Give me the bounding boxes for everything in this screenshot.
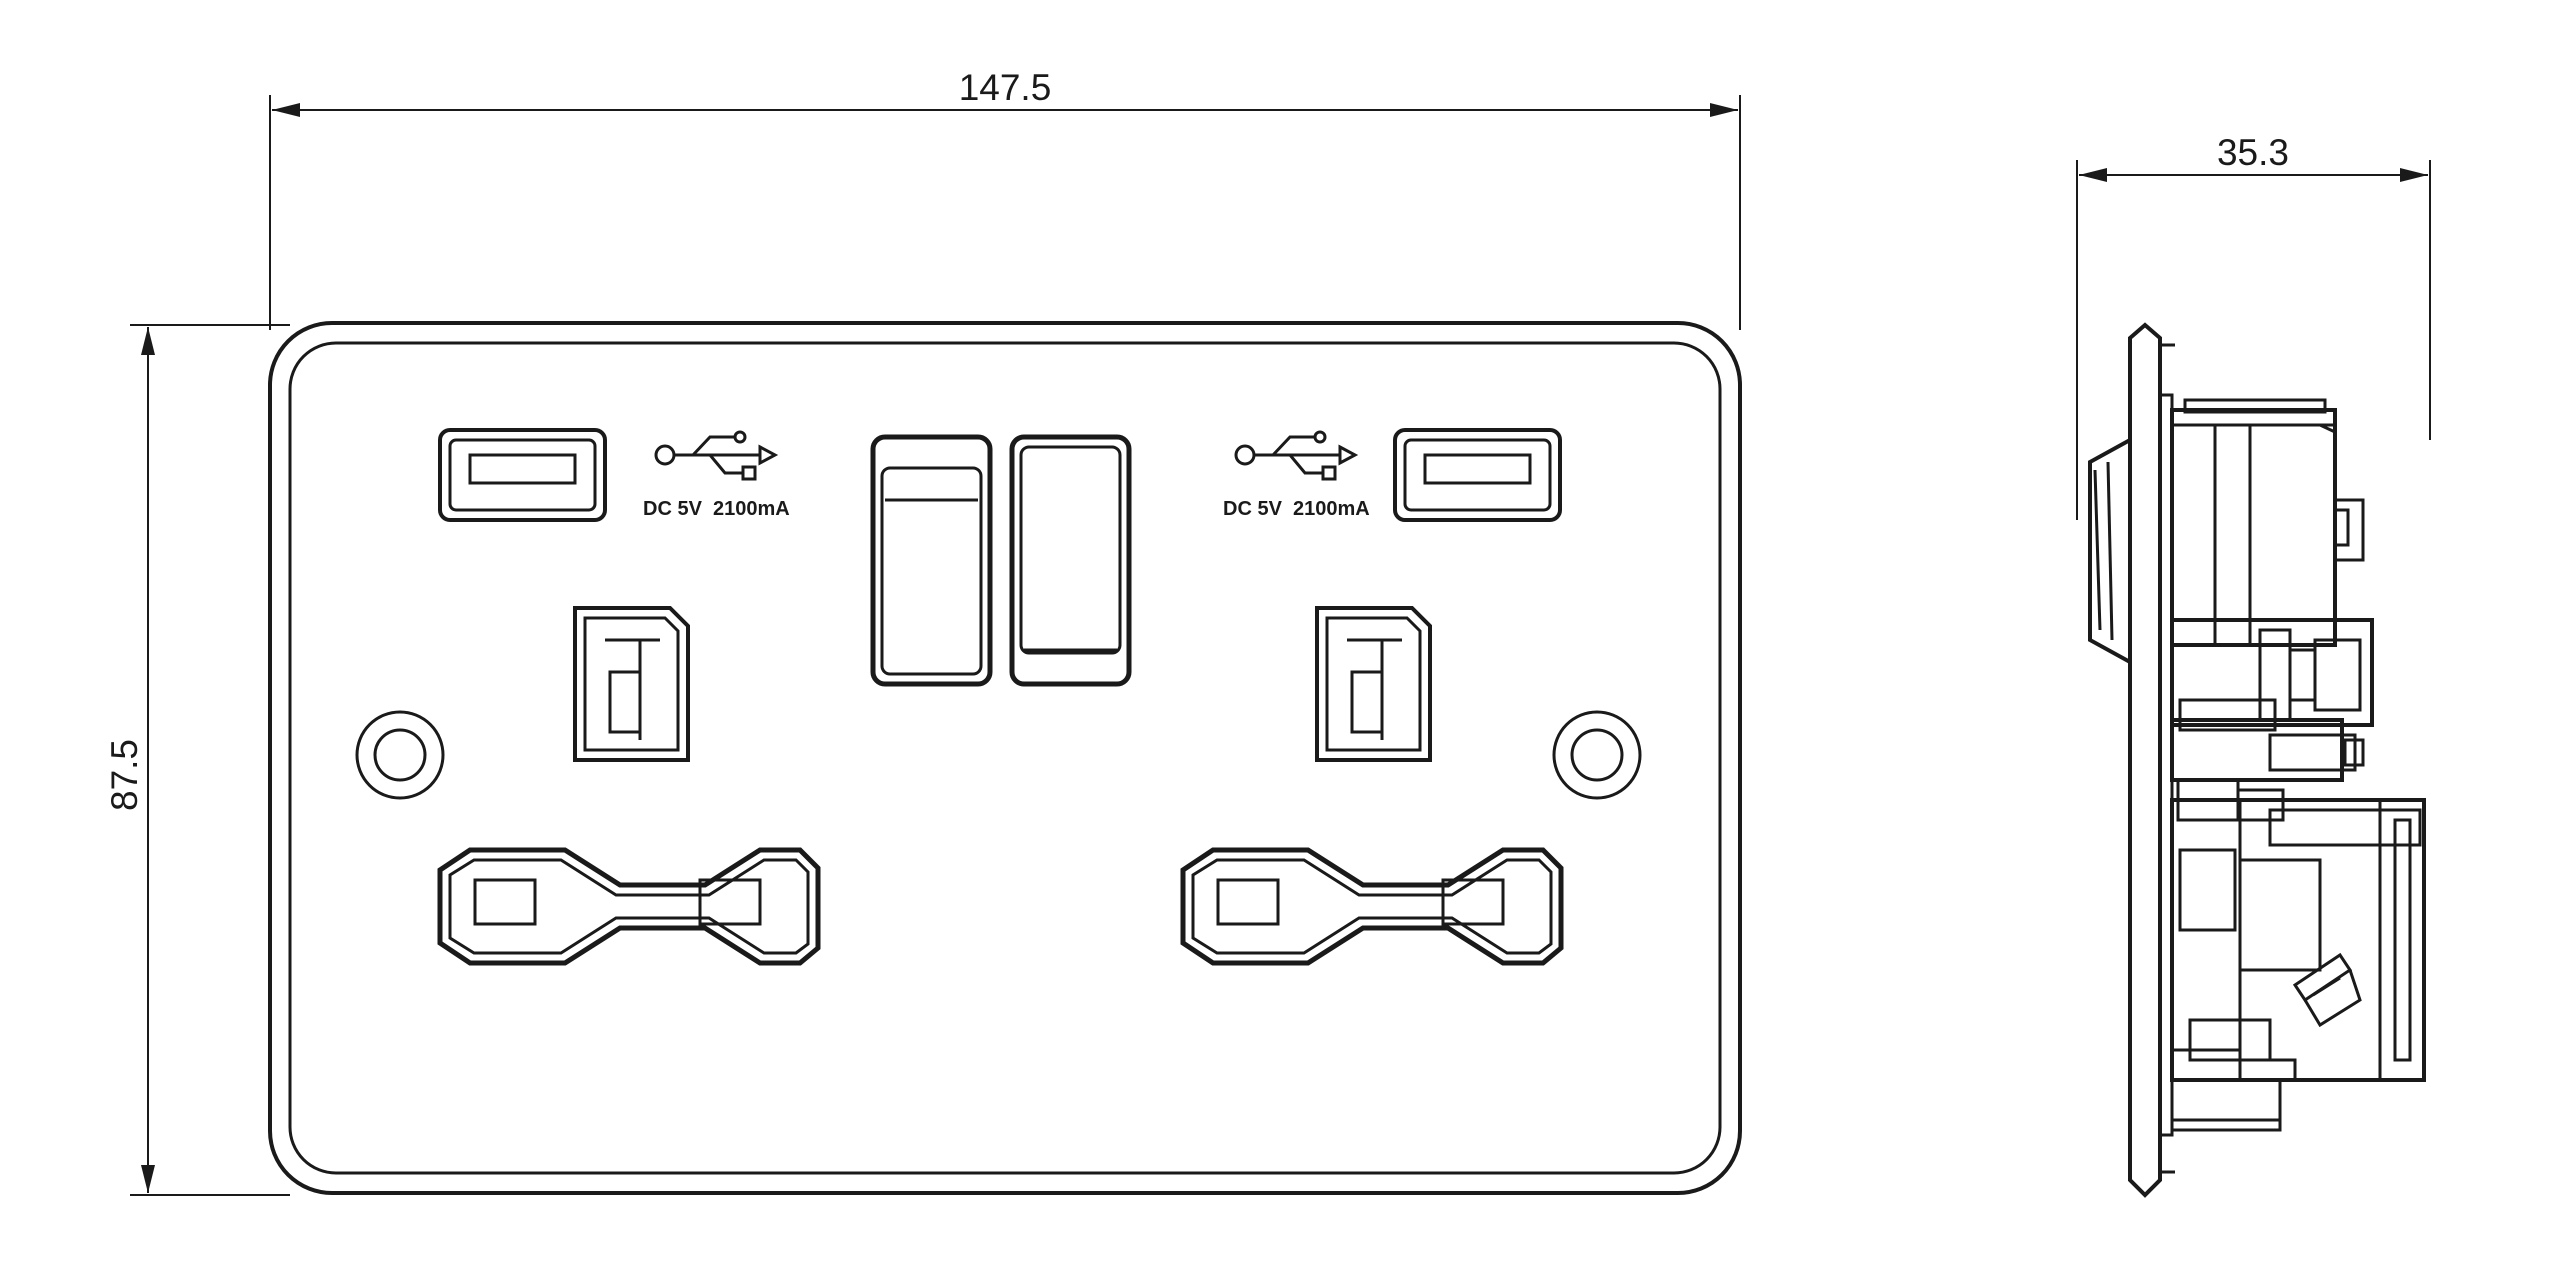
side-view: 35.3	[2076, 132, 2431, 1198]
earth-aperture-left	[573, 606, 690, 762]
side-cable-gland	[2292, 952, 2362, 1028]
depth-dimension-label: 35.3	[2217, 132, 2289, 173]
pin-apertures-left	[437, 847, 821, 966]
usb-icon	[654, 430, 779, 481]
usb-rating-label-left: DC 5V 2100mA	[643, 498, 790, 520]
height-dimension: 87.5	[104, 324, 290, 1196]
usb-port-right	[1393, 428, 1562, 522]
side-faceplate	[2128, 322, 2175, 1198]
height-dimension-label: 87.5	[104, 739, 145, 811]
usb-port-left	[438, 428, 607, 522]
side-lower-body	[2170, 798, 2426, 1132]
screw-icon	[355, 710, 445, 800]
depth-dimension: 35.3	[2076, 132, 2431, 520]
faceplate	[268, 321, 1742, 1195]
usb-rating-label-right: DC 5V 2100mA	[1223, 498, 1370, 520]
width-dimension: 147.5	[269, 67, 1741, 330]
width-dimension-label: 147.5	[959, 67, 1052, 108]
earth-aperture-right	[1315, 606, 1432, 762]
side-rocker	[2088, 438, 2131, 664]
rocker-switch-left	[870, 434, 993, 687]
rocker-switch-right	[1009, 434, 1132, 687]
front-view: 147.5 87.5	[104, 67, 1742, 1196]
pin-apertures-right	[1180, 847, 1564, 966]
usb-icon	[1234, 430, 1359, 481]
side-upper-body	[2170, 398, 2365, 647]
screw-icon	[1552, 710, 1642, 800]
side-terminals	[2170, 618, 2374, 822]
